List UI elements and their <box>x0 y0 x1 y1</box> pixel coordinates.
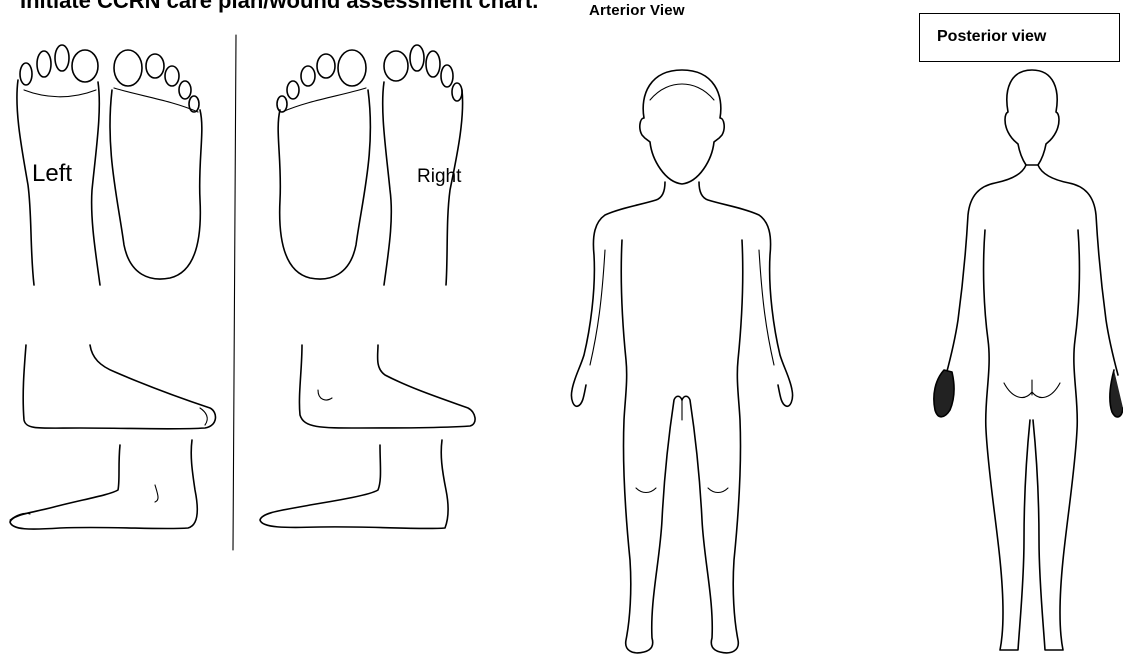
posterior-body-outline <box>934 70 1123 650</box>
left-foot-label: Left <box>32 160 72 188</box>
anterior-body-outline <box>571 70 792 653</box>
anterior-view-label: Arterior View <box>589 2 685 19</box>
right-foot-top-view <box>383 45 463 285</box>
left-foot-medial-view <box>23 345 215 429</box>
right-foot-sole-view <box>277 50 370 279</box>
right-foot-label: Right <box>417 166 461 188</box>
feet-divider <box>233 35 236 550</box>
left-foot-lateral-view <box>10 440 197 529</box>
posterior-view-label: Posterior view <box>937 28 1046 46</box>
right-foot-lateral-view <box>260 440 448 529</box>
posterior-view-box: Posterior view <box>919 13 1120 62</box>
left-foot-sole-view <box>110 50 202 279</box>
right-foot-medial-view <box>299 345 475 428</box>
